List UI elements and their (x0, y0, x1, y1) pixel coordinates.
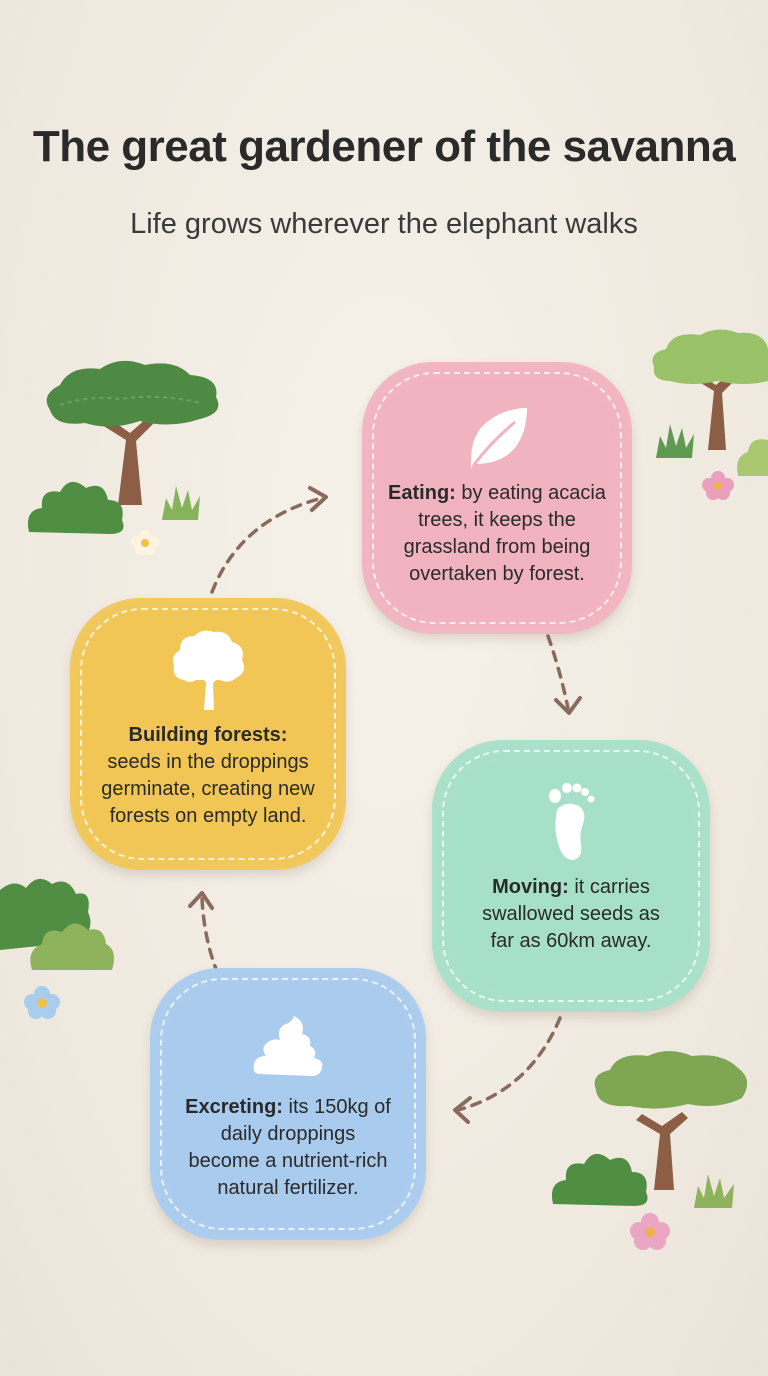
tree-decoration-top-left (46, 360, 219, 505)
step-text-moving: it carries swallowed seeds as far as 60k… (482, 876, 660, 952)
step-label-excreting: Excreting: (185, 1096, 283, 1118)
tree-decoration-top-right (652, 329, 768, 450)
step-text-excreting: its 150kg of daily droppings become a nu… (188, 1096, 391, 1199)
arrow-forest-to-eating (210, 496, 324, 594)
grass-decoration-top-left (162, 486, 200, 520)
bush-decoration-top-left (27, 481, 124, 534)
flower-decoration-bottom-right (630, 1213, 670, 1250)
flower-decoration-top-left (131, 530, 159, 555)
tree-icon (172, 630, 244, 710)
step-card-excreting: Excreting: its 150kg of daily droppings … (150, 968, 426, 1240)
tree-decoration-bottom-right (594, 1051, 748, 1190)
flower-decoration-top-right (702, 471, 734, 500)
bush-decoration-top-right (737, 439, 768, 476)
step-card-building-forests: Building forests: seeds in the droppings… (70, 598, 346, 870)
step-label-moving: Moving: (492, 876, 569, 898)
bush-decoration-bottom-right (551, 1153, 648, 1206)
footprint-icon (549, 783, 595, 860)
grass-decoration-bottom-right (694, 1174, 734, 1208)
dung-icon (253, 1016, 323, 1076)
step-label-building-forests: Building forests: (128, 724, 288, 746)
leaf-icon (470, 408, 527, 468)
step-card-eating: Eating: by eating acacia trees, it keeps… (362, 362, 632, 634)
bush-decoration-left (0, 878, 115, 970)
grass-decoration-top-right (656, 424, 694, 458)
step-card-moving: Moving: it carries swallowed seeds as fa… (432, 740, 710, 1012)
step-text-eating: by eating acacia trees, it keeps the gra… (403, 482, 606, 585)
step-label-eating: Eating: (388, 482, 456, 504)
page-title: The great gardener of the savanna (32, 122, 736, 171)
arrow-eating-to-moving (546, 634, 570, 710)
arrow-excreting-to-forest (200, 896, 220, 976)
page-subtitle: Life grows wherever the elephant walks (130, 208, 638, 240)
flower-decoration-left (24, 986, 60, 1019)
arrow-moving-to-excreting (456, 1016, 562, 1112)
step-text-building-forests: seeds in the droppings germinate, creati… (101, 751, 315, 827)
